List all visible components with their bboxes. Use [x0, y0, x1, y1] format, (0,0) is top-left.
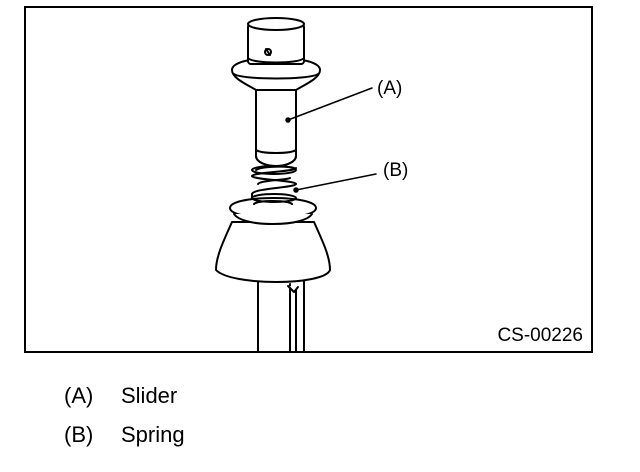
legend-item-b: (B) Spring [64, 424, 185, 446]
legend-item-a: (A) Slider [64, 385, 177, 407]
figure-frame: (A) (B) CS-00226 [24, 6, 593, 353]
legend-key-a: (A) [64, 383, 94, 408]
callout-label-a: (A) [377, 78, 403, 99]
leader-lines [285, 87, 377, 193]
boot [215, 197, 331, 283]
legend-key-b: (B) [64, 422, 94, 447]
figure-code: CS-00226 [497, 325, 583, 346]
spring [251, 165, 297, 203]
leader-line-b [295, 173, 377, 191]
slider [231, 17, 321, 167]
callout-label-b: (B) [383, 160, 409, 181]
leader-dot-a [285, 117, 291, 123]
legend-text-a: Slider [121, 383, 178, 408]
shaft [257, 275, 305, 351]
leader-line-a [287, 87, 373, 121]
legend-text-b: Spring [121, 422, 185, 447]
leader-dot-b [293, 187, 299, 193]
slider-spring-illustration [215, 17, 377, 351]
